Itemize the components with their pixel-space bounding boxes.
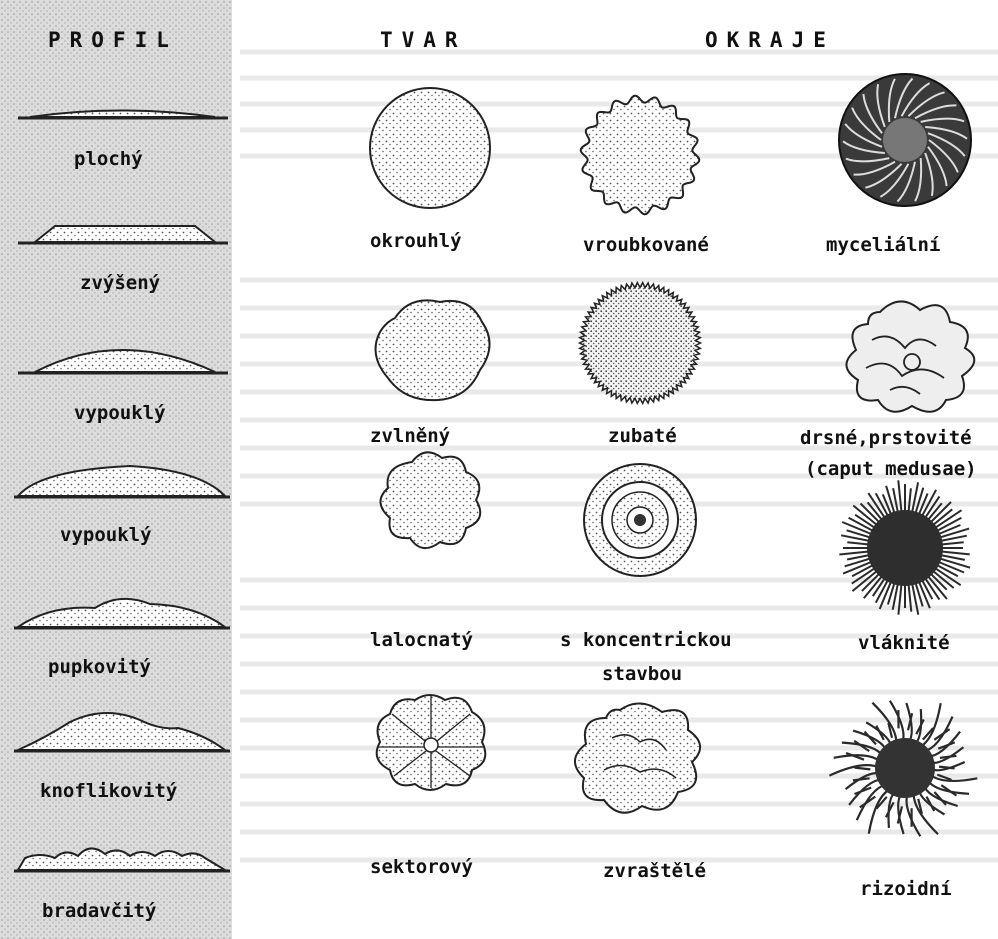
rhizoid-root: [914, 791, 938, 834]
shape-label-circular: okrouhlý: [370, 230, 462, 252]
edge-label-medusa-2: (caput medusae): [805, 458, 977, 480]
edge-label-medusa: drsné,prstovité: [800, 427, 972, 449]
header-profile: PROFIL: [48, 28, 178, 52]
edge-label-mycelial: myceliální: [826, 234, 940, 256]
rhizoid-root: [866, 722, 891, 747]
edge-label-concentric: s koncentrickou: [560, 629, 732, 651]
header-edges: OKRAJE: [705, 28, 835, 52]
profile-label-umbonate: pupkovitý: [48, 656, 151, 678]
shape-circular: [370, 88, 490, 208]
edge-medusa: [846, 301, 974, 411]
header-shape: TVAR: [380, 28, 467, 52]
profile-label-verrucose: bradavčitý: [42, 900, 156, 922]
profile-label-convex-2: vypouklý: [60, 524, 152, 546]
shape-label-sectored: sektorový: [370, 856, 473, 878]
edge-mycelial: [839, 74, 971, 206]
edge-label-dentate: zubaté: [608, 425, 677, 447]
shape-label-undulate: zvlněný: [370, 425, 450, 447]
rhizoid-root: [834, 755, 881, 762]
rhizoid-root: [914, 709, 921, 745]
shape-lobate: [380, 452, 480, 548]
edge-dentate: [580, 283, 701, 404]
edge-label-filamentous: vláknité: [858, 632, 950, 654]
profile-label-button: knoflikovitý: [40, 780, 177, 802]
rhizoid-root: [889, 791, 897, 828]
shape-sectored: [377, 695, 486, 790]
edge-label-rhizoid: rizoidní: [860, 878, 952, 900]
profile-label-raised: zvýšený: [80, 272, 160, 294]
edge-label-crenate: vroubkované: [583, 234, 709, 256]
profile-label-flat: plochý: [74, 148, 143, 170]
rhizoid-root: [872, 703, 896, 745]
edge-label-rugose: zvraštělé: [603, 860, 706, 882]
rhizoid-branch: [855, 768, 871, 770]
edge-crenate: [581, 96, 700, 215]
edge-rugose: [575, 703, 700, 812]
shape-undulate: [376, 300, 490, 400]
edge-concentric: [584, 464, 696, 576]
shape-label-lobate: lalocnatý: [370, 629, 473, 651]
edge-filamentous: [839, 480, 970, 614]
edge-label-concentric-2: stavbou: [602, 663, 682, 685]
profile-label-convex: vypouklý: [74, 402, 166, 424]
